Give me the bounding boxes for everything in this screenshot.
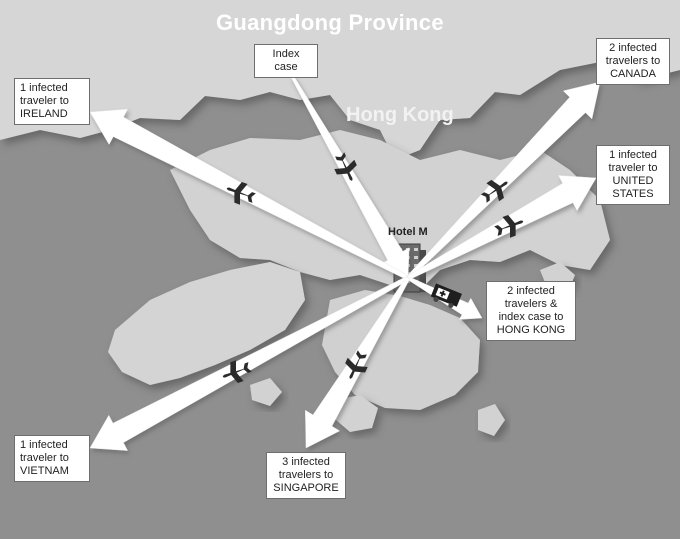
kowloon-land — [170, 130, 610, 290]
region-label-province: Guangdong Province — [216, 10, 444, 35]
callout-vietnam: 1 infected traveler to VIETNAM — [14, 435, 90, 482]
callout-line: traveler to — [608, 162, 658, 174]
callout-line: 1 infected — [20, 439, 68, 451]
hk-island — [322, 290, 480, 410]
callout-singapore: 3 infected travelers to SINGAPORE — [266, 452, 346, 499]
callout-line: HONG KONG — [496, 324, 566, 336]
lamma-island — [335, 395, 378, 432]
callout-canada: 2 infected travelers to CANADA — [596, 38, 670, 85]
lantau-island — [108, 262, 305, 385]
callout-hong-kong: 2 infected travelers & index case to HON… — [486, 281, 576, 341]
callout-line: travelers to — [278, 469, 334, 481]
callout-united-states: 1 infected traveler to UNITED STATES — [596, 145, 670, 205]
arrow-vietnam — [89, 275, 410, 451]
callout-line: traveler to — [20, 452, 69, 464]
west-islet — [250, 378, 282, 406]
callout-line: traveler to — [20, 95, 69, 107]
callout-line: SINGAPORE — [273, 482, 339, 494]
ambulance-icon — [430, 283, 462, 308]
arrow-canada — [406, 81, 601, 280]
callout-line: 2 infected — [609, 42, 657, 54]
callout-line: UNITED — [612, 175, 654, 187]
callout-line: STATES — [612, 188, 654, 200]
callout-line: index case to — [498, 311, 564, 323]
callout-ireland: 1 infected traveler to IRELAND — [14, 78, 90, 125]
callout-line: CANADA — [610, 68, 656, 80]
callout-line: case — [274, 61, 298, 73]
callout-line: travelers & — [504, 298, 558, 310]
callout-line: 1 infected — [609, 149, 657, 161]
callout-line: travelers to — [605, 55, 661, 67]
mainland-land — [0, 0, 680, 160]
arrow-united-states — [406, 175, 597, 281]
east-islet — [478, 404, 505, 436]
callout-line: 3 infected — [282, 456, 330, 468]
callout-line: 2 infected — [507, 285, 555, 297]
callout-index-case: Index case — [254, 44, 318, 78]
region-label-hong-kong: Hong Kong — [346, 104, 454, 126]
callout-line: VIETNAM — [20, 465, 69, 477]
callout-line: IRELAND — [20, 108, 68, 120]
callout-line: Index — [272, 48, 300, 60]
callout-line: 1 infected — [20, 82, 68, 94]
hotel-label: Hotel M — [388, 226, 428, 238]
